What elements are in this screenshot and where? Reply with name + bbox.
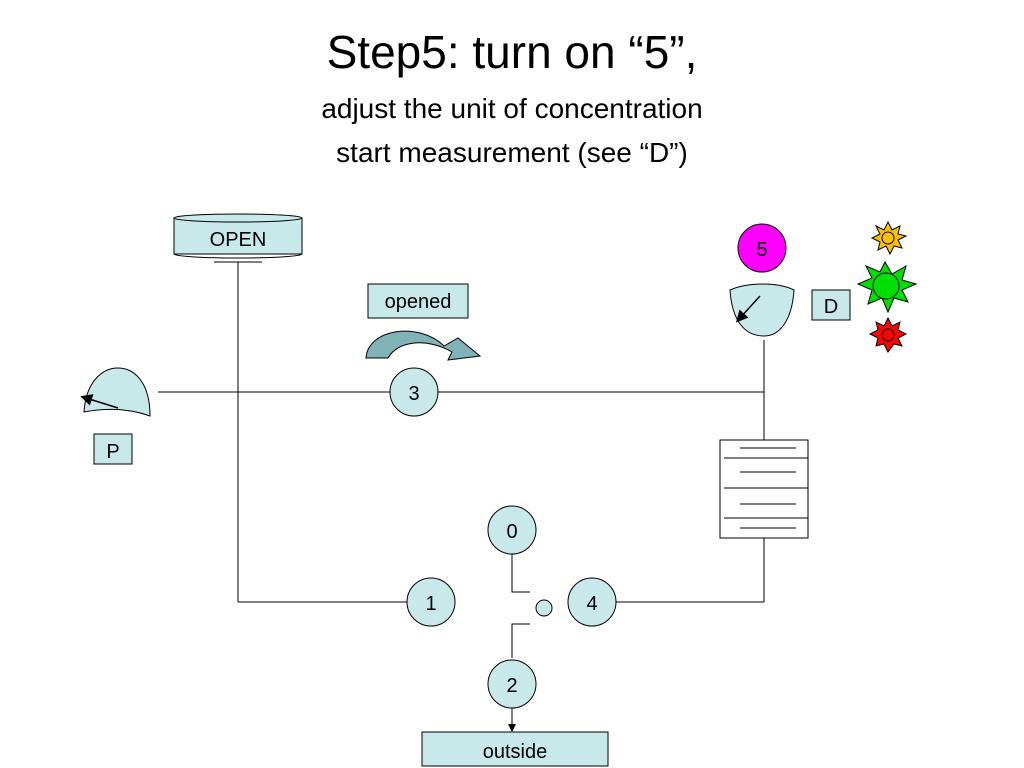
node-0-label: 0	[506, 521, 517, 543]
gauge-p-dial	[83, 367, 151, 417]
node-0-button[interactable]: 0	[487, 505, 537, 555]
opened-indicator: opened	[365, 283, 482, 361]
switch-upper-contact	[511, 552, 530, 593]
node-1-label: 1	[425, 593, 436, 615]
green-light-icon	[856, 260, 918, 314]
slide-subtitle-line2: start measurement (see “D”)	[336, 137, 688, 168]
open-button-label: OPEN	[210, 229, 267, 251]
node-2-label: 2	[506, 675, 517, 697]
red-light-icon	[868, 316, 908, 353]
yellow-light-icon	[870, 220, 908, 256]
outside-box: outside	[421, 731, 609, 767]
gauge-p-label: P	[106, 441, 119, 463]
slide-subtitle-line1: adjust the unit of concentration	[321, 93, 703, 124]
switch-pivot	[535, 599, 553, 617]
column-cartridge	[719, 439, 809, 539]
open-button[interactable]: OPEN	[173, 213, 303, 259]
node-2-button[interactable]: 2	[487, 659, 537, 709]
node-5-label: 5	[756, 239, 767, 261]
curved-arrow-icon	[365, 330, 482, 361]
node-4-label: 4	[586, 593, 597, 615]
node-1-button[interactable]: 1	[406, 577, 456, 627]
switch-lower-contact	[511, 623, 530, 658]
detector-label: D	[824, 296, 838, 318]
pipe-lines	[158, 261, 765, 732]
gauge-p-needle-icon	[80, 394, 119, 409]
node-3-label: 3	[408, 383, 419, 405]
outside-label: outside	[483, 741, 548, 763]
pressure-gauge: P	[80, 367, 151, 465]
node-3-button[interactable]: 3	[389, 367, 439, 417]
detector-needle-icon	[735, 295, 761, 323]
detector-dial	[729, 283, 795, 337]
detector: D	[729, 283, 851, 337]
node-5-button[interactable]: 5	[737, 223, 787, 273]
node-4-button[interactable]: 4	[567, 577, 617, 627]
slide-title: Step5: turn on “5”,	[326, 26, 698, 78]
opened-label: opened	[385, 291, 452, 313]
